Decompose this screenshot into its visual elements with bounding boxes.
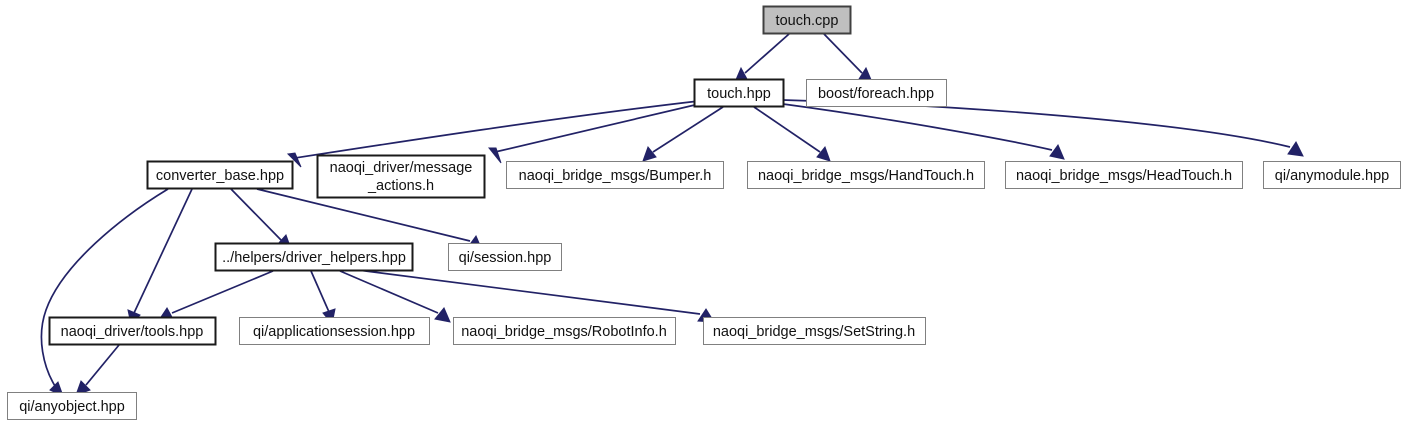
node-anyobject-label: qi/anyobject.hpp <box>19 399 125 415</box>
node-headtouch-label: naoqi_bridge_msgs/HeadTouch.h <box>1016 168 1232 184</box>
node-qi-session-label: qi/session.hpp <box>459 250 552 266</box>
node-anymodule-label: qi/anymodule.hpp <box>1275 168 1389 184</box>
node-tools-hpp[interactable]: naoqi_driver/tools.hpp <box>48 316 217 346</box>
edge-tools-to-anyobject <box>75 344 120 396</box>
node-converter-base[interactable]: converter_base.hpp <box>146 160 294 190</box>
node-headtouch[interactable]: naoqi_bridge_msgs/HeadTouch.h <box>1005 161 1243 189</box>
node-anymodule[interactable]: qi/anymodule.hpp <box>1263 161 1401 189</box>
edge-touch-cpp-to-boost-foreach <box>823 33 873 83</box>
node-message-actions-label-line2: _actions.h <box>367 178 434 194</box>
node-converter-base-label: converter_base.hpp <box>156 168 284 184</box>
node-handtouch-label: naoqi_bridge_msgs/HandTouch.h <box>758 168 974 184</box>
node-touch-hpp[interactable]: touch.hpp <box>693 78 785 108</box>
node-touch-hpp-label: touch.hpp <box>707 86 771 102</box>
edge-touch-hpp-to-handtouch <box>753 106 831 162</box>
node-qi-session[interactable]: qi/session.hpp <box>448 243 562 271</box>
node-bumper[interactable]: naoqi_bridge_msgs/Bumper.h <box>506 161 724 189</box>
edge-driver-helpers-to-tools <box>158 270 274 321</box>
node-bumper-label: naoqi_bridge_msgs/Bumper.h <box>519 168 712 184</box>
node-driver-helpers-label: ../helpers/driver_helpers.hpp <box>222 250 406 266</box>
node-driver-helpers[interactable]: ../helpers/driver_helpers.hpp <box>214 242 414 272</box>
edge-driver-helpers-to-robotinfo <box>339 270 451 323</box>
edge-driver-helpers-to-appsession <box>310 270 336 326</box>
edge-touch-hpp-to-converter-base <box>286 100 700 168</box>
edge-touch-cpp-to-touch-hpp <box>734 33 790 83</box>
edge-touch-hpp-to-headtouch <box>782 103 1065 160</box>
node-appsession-label: qi/applicationsession.hpp <box>253 324 415 340</box>
node-boost-foreach-label: boost/foreach.hpp <box>818 86 934 102</box>
node-setstring[interactable]: naoqi_bridge_msgs/SetString.h <box>703 317 926 345</box>
node-layer: touch.cpp touch.hpp boost/foreach.hpp co… <box>7 5 1401 420</box>
node-robotinfo-label: naoqi_bridge_msgs/RobotInfo.h <box>461 324 667 340</box>
node-tools-hpp-label: naoqi_driver/tools.hpp <box>61 324 204 340</box>
node-handtouch[interactable]: naoqi_bridge_msgs/HandTouch.h <box>747 161 985 189</box>
edge-converter-base-to-driver-helpers <box>230 188 292 250</box>
node-touch-cpp[interactable]: touch.cpp <box>762 5 852 35</box>
node-robotinfo[interactable]: naoqi_bridge_msgs/RobotInfo.h <box>453 317 676 345</box>
edge-driver-helpers-to-setstring <box>349 268 715 323</box>
node-appsession[interactable]: qi/applicationsession.hpp <box>239 317 430 345</box>
node-boost-foreach[interactable]: boost/foreach.hpp <box>806 79 947 107</box>
node-message-actions[interactable]: naoqi_driver/message _actions.h <box>316 154 486 199</box>
edge-touch-hpp-to-bumper <box>642 106 724 162</box>
edge-touch-hpp-to-message-actions <box>487 103 700 164</box>
node-message-actions-label-line1: naoqi_driver/message <box>330 160 473 176</box>
edge-converter-base-to-anyobject <box>40 188 169 397</box>
node-touch-cpp-label: touch.cpp <box>776 13 839 29</box>
node-setstring-label: naoqi_bridge_msgs/SetString.h <box>713 324 915 340</box>
node-anyobject[interactable]: qi/anyobject.hpp <box>7 392 137 420</box>
